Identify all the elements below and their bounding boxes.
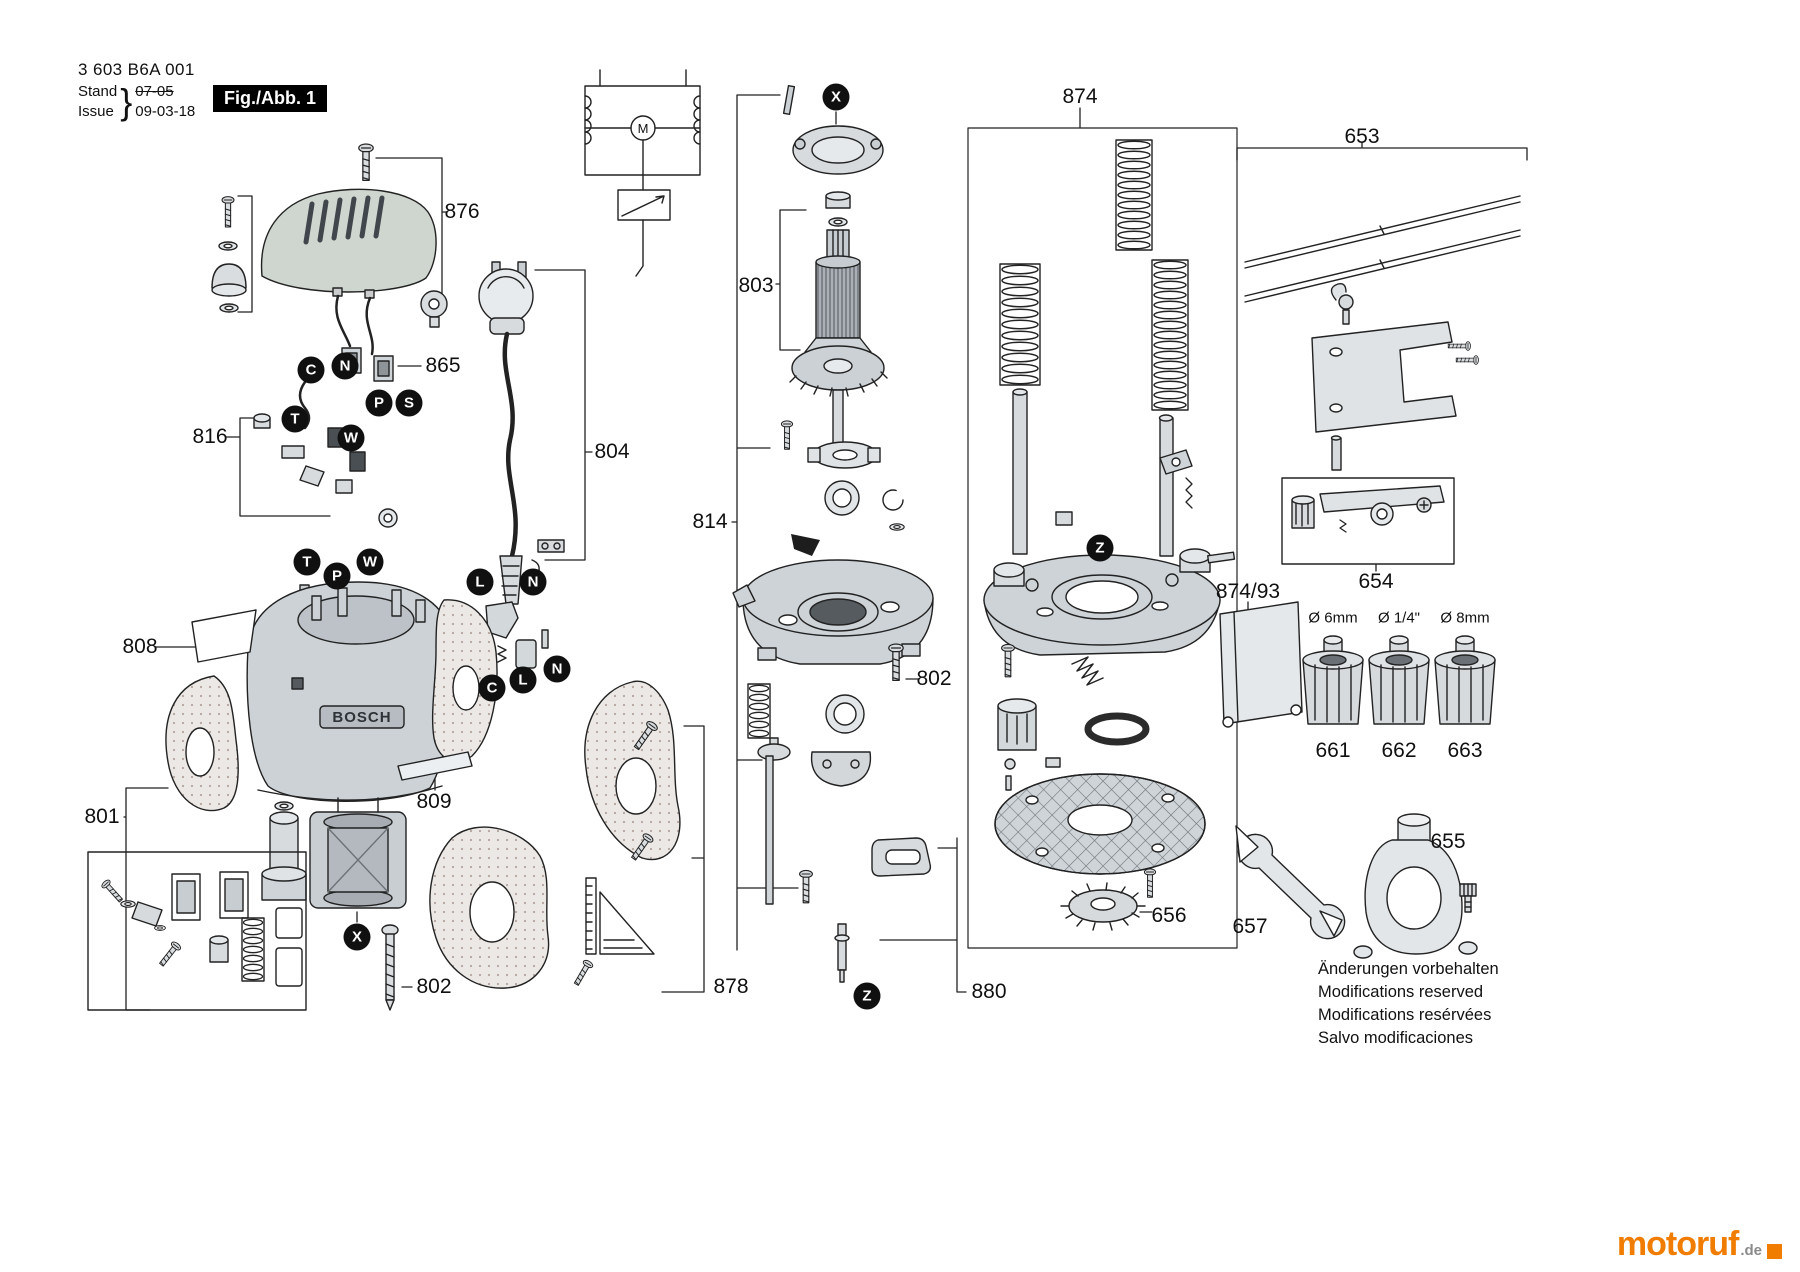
assembly-marker-N: N (543, 655, 571, 683)
collet-661 (1302, 635, 1364, 725)
part-callout-802: 802 (416, 975, 452, 998)
footer-note: Salvo modificaciones (1318, 1029, 1473, 1047)
power-cord-804 (478, 261, 565, 605)
part-callout-865: 865 (425, 354, 461, 377)
part-callout-661: 661 (1315, 739, 1351, 762)
part-callout-803: 803 (738, 274, 774, 297)
assembly-marker-Z: Z (1086, 534, 1114, 562)
assembly-marker-T: T (281, 405, 309, 433)
dust-shield-874-93 (1219, 601, 1303, 728)
part-callout-654: 654 (1358, 570, 1394, 593)
assembly-marker-N: N (519, 568, 547, 596)
part-callout-802: 802 (916, 667, 952, 690)
assembly-marker-Z: Z (853, 982, 881, 1010)
assembly-marker-L: L (509, 666, 537, 694)
part-callout-662: 662 (1381, 739, 1417, 762)
motoruf-logo-suffix: .de (1740, 1242, 1762, 1259)
figure-label: Fig./Abb. 1 (213, 85, 327, 112)
assembly-marker-T: T (293, 548, 321, 576)
part-callout-816: 816 (192, 425, 228, 448)
chip-deflector-655 (1353, 813, 1478, 959)
assembly-marker-X: X (343, 923, 371, 951)
stand-value: 07-05 (135, 83, 174, 100)
footer-note: Modifications reserved (1318, 983, 1484, 1001)
part-callout-663: 663 (1447, 739, 1483, 762)
motoruf-logo-text: motoruf (1616, 1225, 1739, 1263)
part-callout-804: 804 (594, 440, 630, 463)
collet-size-label: Ø 1/4" (1377, 609, 1421, 627)
part-callout-808: 808 (122, 635, 158, 658)
part-callout-656: 656 (1151, 904, 1187, 927)
part-callout-655: 655 (1430, 830, 1466, 853)
field-stator-802 (309, 797, 407, 1011)
collet-size-label: Ø 8mm (1440, 609, 1490, 627)
motoruf-logo-mark (1767, 1244, 1782, 1259)
assembly-marker-L: L (466, 568, 494, 596)
motor-cover-876 (211, 143, 437, 313)
clamp-set-654 (1281, 477, 1455, 565)
motor-symbol: M (638, 121, 649, 136)
assembly-marker-X: X (822, 83, 850, 111)
issue-block: Stand Issue } 07-05 09-03-18 (78, 82, 195, 122)
assembly-marker-N: N (331, 352, 359, 380)
small-parts-box-801 (87, 851, 307, 1011)
part-callout-657: 657 (1232, 915, 1268, 938)
part-number: 3 603 B6A 001 (78, 60, 195, 79)
pointer-wedge-808 (191, 609, 257, 663)
assembly-marker-C: C (297, 356, 325, 384)
footer-note: Modifications resérvées (1318, 1006, 1492, 1024)
switch-parts-816 (253, 413, 398, 528)
collet-663 (1434, 635, 1496, 725)
collet-size-label: Ø 6mm (1308, 609, 1358, 627)
part-callout-809: 809 (416, 790, 452, 813)
part-callout-814: 814 (692, 510, 728, 533)
issue-value: 09-03-18 (135, 103, 196, 120)
part-callout-874-93: 874/93 (1215, 580, 1281, 603)
open-end-wrench-657 (1235, 825, 1346, 940)
parallel-guide-653 (1244, 195, 1521, 471)
part-callout-880: 880 (971, 980, 1007, 1003)
wiring-diagram: M (584, 69, 701, 277)
assembly-marker-S: S (395, 389, 423, 417)
assembly-marker-W: W (337, 424, 365, 452)
speed-plate-809 (397, 751, 473, 781)
carbon-brush-set-865 (298, 287, 448, 472)
router-body: BOSCH (165, 581, 498, 901)
part-callout-874: 874 (1062, 85, 1098, 108)
motoruf-logo[interactable]: motoruf.de (1617, 1225, 1782, 1264)
assembly-marker-W: W (356, 548, 384, 576)
plunge-base-874 (983, 139, 1236, 931)
assembly-marker-P: P (323, 562, 351, 590)
stand-label: Stand (78, 83, 118, 100)
part-callout-878: 878 (713, 975, 749, 998)
armature-803 (789, 125, 888, 467)
assembly-marker-C: C (478, 674, 506, 702)
footer-note: Änderungen vorbehalten (1318, 960, 1499, 978)
part-callout-876: 876 (444, 200, 480, 223)
header: 3 603 B6A 001 Stand Issue } 07-05 09-03-… (78, 60, 195, 122)
part-callout-801: 801 (84, 805, 120, 828)
handle-shells-878 (429, 680, 681, 989)
collet-662 (1368, 635, 1430, 725)
brace: } (120, 81, 133, 122)
assembly-marker-P: P (365, 389, 393, 417)
part-callout-653: 653 (1344, 125, 1380, 148)
brand-label: BOSCH (332, 709, 391, 726)
issue-label: Issue (78, 103, 114, 120)
motor-housing-814 (732, 84, 934, 983)
